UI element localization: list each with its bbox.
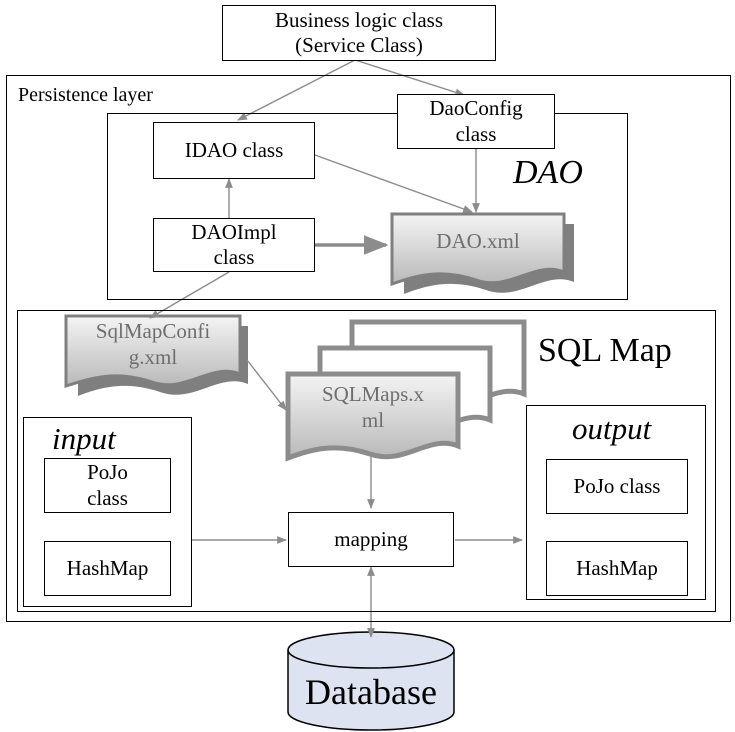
arrows xyxy=(149,59,523,638)
output-title: output xyxy=(572,411,652,446)
sql-map-title: SQL Map xyxy=(538,332,672,369)
daoimpl-class-box: DAOImpl class xyxy=(153,218,315,272)
sqlmapconfig-line1: SqlMapConfi xyxy=(95,319,211,343)
sqlmapconfig-xml-label: SqlMapConfi g.xml xyxy=(66,318,240,371)
dao-xml-label: DAO.xml xyxy=(392,228,564,254)
idao-class-box: IDAO class xyxy=(153,122,315,179)
business-logic-line2: (Service Class) xyxy=(295,33,423,57)
database-label: Database xyxy=(305,672,437,712)
idao-class-label: IDAO class xyxy=(184,137,284,162)
persistence-layer-frame xyxy=(6,75,731,622)
daoconfig-line1: DaoConfig xyxy=(429,96,523,121)
business-logic-box: Business logic class (Service Class) xyxy=(222,5,496,61)
business-logic-line1: Business logic class xyxy=(275,7,443,32)
daoimpl-line2: class xyxy=(213,245,255,269)
sqlmapconfig-line2: g.xml xyxy=(128,345,178,370)
dao-frame xyxy=(107,113,628,300)
arrow-service-to-daoconfig xyxy=(354,59,465,97)
output-frame xyxy=(526,405,706,600)
persistence-layer-label: Persistence layer xyxy=(18,84,153,106)
arrow-sqlmapconfig-to-sqlmaps xyxy=(246,359,287,411)
input-frame xyxy=(23,417,192,607)
daoconfig-class-box: DaoConfig class xyxy=(397,94,555,149)
mapping-box: mapping xyxy=(288,512,454,567)
sqlmaps-line1: SQLMaps.x xyxy=(321,382,425,406)
sqlmaps-xml-label: SQLMaps.x ml xyxy=(288,381,458,434)
daoconfig-line2: class xyxy=(455,121,497,146)
sql-map-frame xyxy=(17,310,716,612)
input-pojo-line2: class xyxy=(87,485,128,510)
output-hashmap-label: HashMap xyxy=(576,555,658,580)
input-pojo-line1: PoJo xyxy=(87,460,128,485)
input-title: input xyxy=(52,421,116,456)
output-pojo-class-box: PoJo class xyxy=(546,459,688,514)
daoimpl-line1: DAOImpl xyxy=(191,219,277,244)
input-pojo-class-box: PoJo class xyxy=(44,458,171,513)
sqlmaps-line2: ml xyxy=(361,408,385,433)
input-hashmap-label: HashMap xyxy=(66,555,149,580)
output-pojo-label: PoJo class xyxy=(573,473,661,498)
arrow-idao-to-daoxml xyxy=(314,154,473,213)
input-hashmap-box: HashMap xyxy=(44,541,171,596)
mapping-label: mapping xyxy=(334,526,408,551)
dao-xml-document xyxy=(390,212,574,294)
sqlmaps-xml-stack xyxy=(285,319,527,462)
sqlmapconfig-xml-document xyxy=(64,314,248,396)
arrow-service-to-idao xyxy=(237,59,356,121)
dao-title: DAO xyxy=(513,154,583,191)
output-hashmap-box: HashMap xyxy=(546,541,688,596)
dao-xml-text: DAO.xml xyxy=(436,229,520,253)
